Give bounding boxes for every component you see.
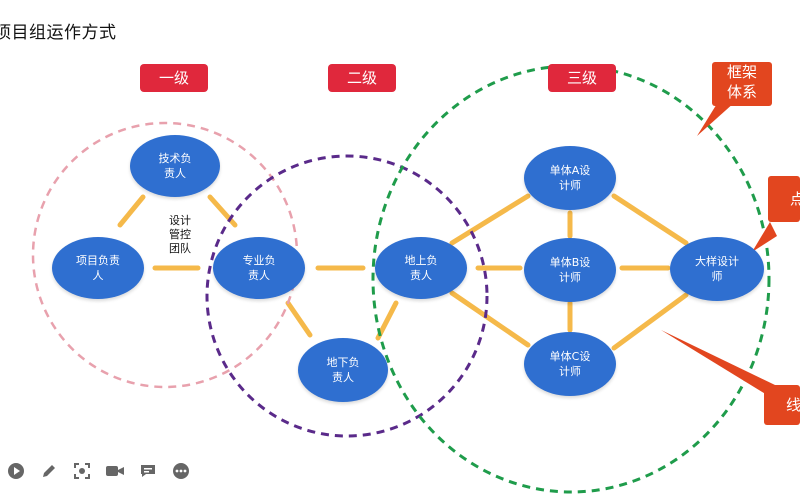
pen-icon[interactable] [38,460,60,482]
bottom-toolbar [5,460,192,484]
design-control-team-label: 设计 管控 团队 [169,214,191,255]
callout-point: 点 [768,176,800,222]
node-project-lead: 项目负责 人 [52,237,144,299]
level-1-badge: 一级 [140,64,208,92]
node-discipline-lead: 专业负 责人 [213,237,305,299]
callout-line-pointer [661,330,775,398]
camera-icon[interactable] [104,460,126,482]
node-unit-b-designer: 单体B设 计师 [524,238,616,302]
connector-above-unitc [449,290,531,348]
callout-framework-pointer [697,102,735,136]
node-tech-lead: 技术负 责人 [130,135,220,197]
connector-tech-project [117,194,146,228]
node-unit-c-designer: 单体C设 计师 [524,332,616,396]
connector-above-unita [449,193,531,246]
node-aboveground-lead: 地上负 责人 [375,237,467,299]
callout-framework: 框架 体系 [712,62,772,106]
callout-line: 线 [764,385,800,425]
node-unit-a-designer: 单体A设 计师 [524,146,616,210]
connector-unita-detail [611,193,689,246]
play-icon[interactable] [5,460,27,482]
connector-unitc-detail [611,292,689,351]
level2-circle [205,154,489,438]
more-icon[interactable] [170,460,192,482]
level-3-badge: 三级 [548,64,616,92]
node-underground-lead: 地下负 责人 [298,338,388,402]
screenshot-icon[interactable] [71,460,93,482]
connector-underground-aboveground [375,300,399,341]
level-2-badge: 二级 [328,64,396,92]
comment-icon[interactable] [137,460,159,482]
connector-discipline-underground [285,300,313,338]
node-detail-designer: 大样设计 师 [670,237,764,301]
connector-tech-discipline [207,194,238,228]
connectors [117,193,689,351]
page-title: 项目组运作方式 [0,23,117,43]
callout-point-pointer [752,222,777,252]
